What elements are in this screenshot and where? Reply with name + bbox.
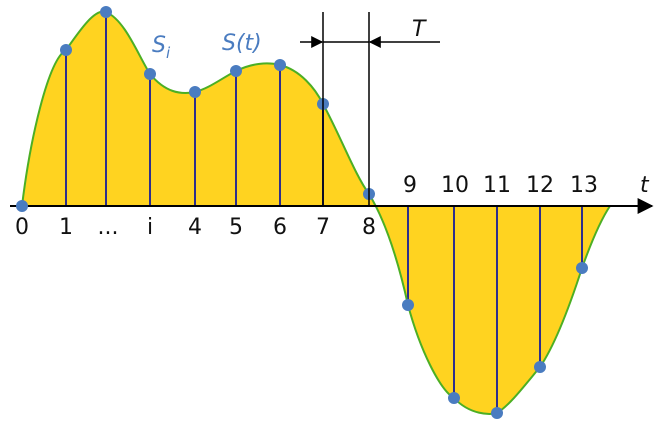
- sample-dot: [189, 86, 201, 98]
- tick-label: 7: [316, 215, 330, 240]
- period-marker: [300, 12, 440, 206]
- tick-label: ...: [98, 215, 119, 240]
- signal-area-negative: [369, 194, 610, 414]
- sample-dot: [60, 44, 72, 56]
- tick-label: 4: [188, 215, 202, 240]
- sample-dot: [402, 299, 414, 311]
- tick-label: 12: [526, 173, 554, 198]
- tick-label: 1: [59, 215, 73, 240]
- t-axis-label: t: [640, 173, 650, 198]
- tick-label: i: [147, 215, 153, 240]
- tick-label: 10: [441, 173, 469, 198]
- tick-label: 6: [273, 215, 287, 240]
- tick-label: 5: [229, 215, 243, 240]
- sample-dot: [491, 407, 503, 419]
- tick-label: 9: [403, 173, 417, 198]
- tick-label: 8: [362, 215, 376, 240]
- tick-label: 0: [15, 215, 29, 240]
- tick-label: 11: [483, 173, 511, 198]
- sample-dot: [16, 200, 28, 212]
- sample-dot: [576, 262, 588, 274]
- sample-dot: [100, 6, 112, 18]
- bottom-tick-labels: 0 1 ... i 4 5 6 7 8: [15, 215, 376, 240]
- sample-dot: [144, 68, 156, 80]
- period-label: T: [412, 17, 427, 42]
- sample-dot: [274, 59, 286, 71]
- sample-dot: [534, 361, 546, 373]
- sample-dot: [230, 65, 242, 77]
- top-tick-labels: 9 10 11 12 13: [403, 173, 598, 198]
- signal-label: S(t): [222, 31, 262, 56]
- sample-stems: [65, 12, 583, 413]
- sample-label: Si: [152, 33, 171, 62]
- sample-dot: [448, 392, 460, 404]
- tick-label: 13: [570, 173, 598, 198]
